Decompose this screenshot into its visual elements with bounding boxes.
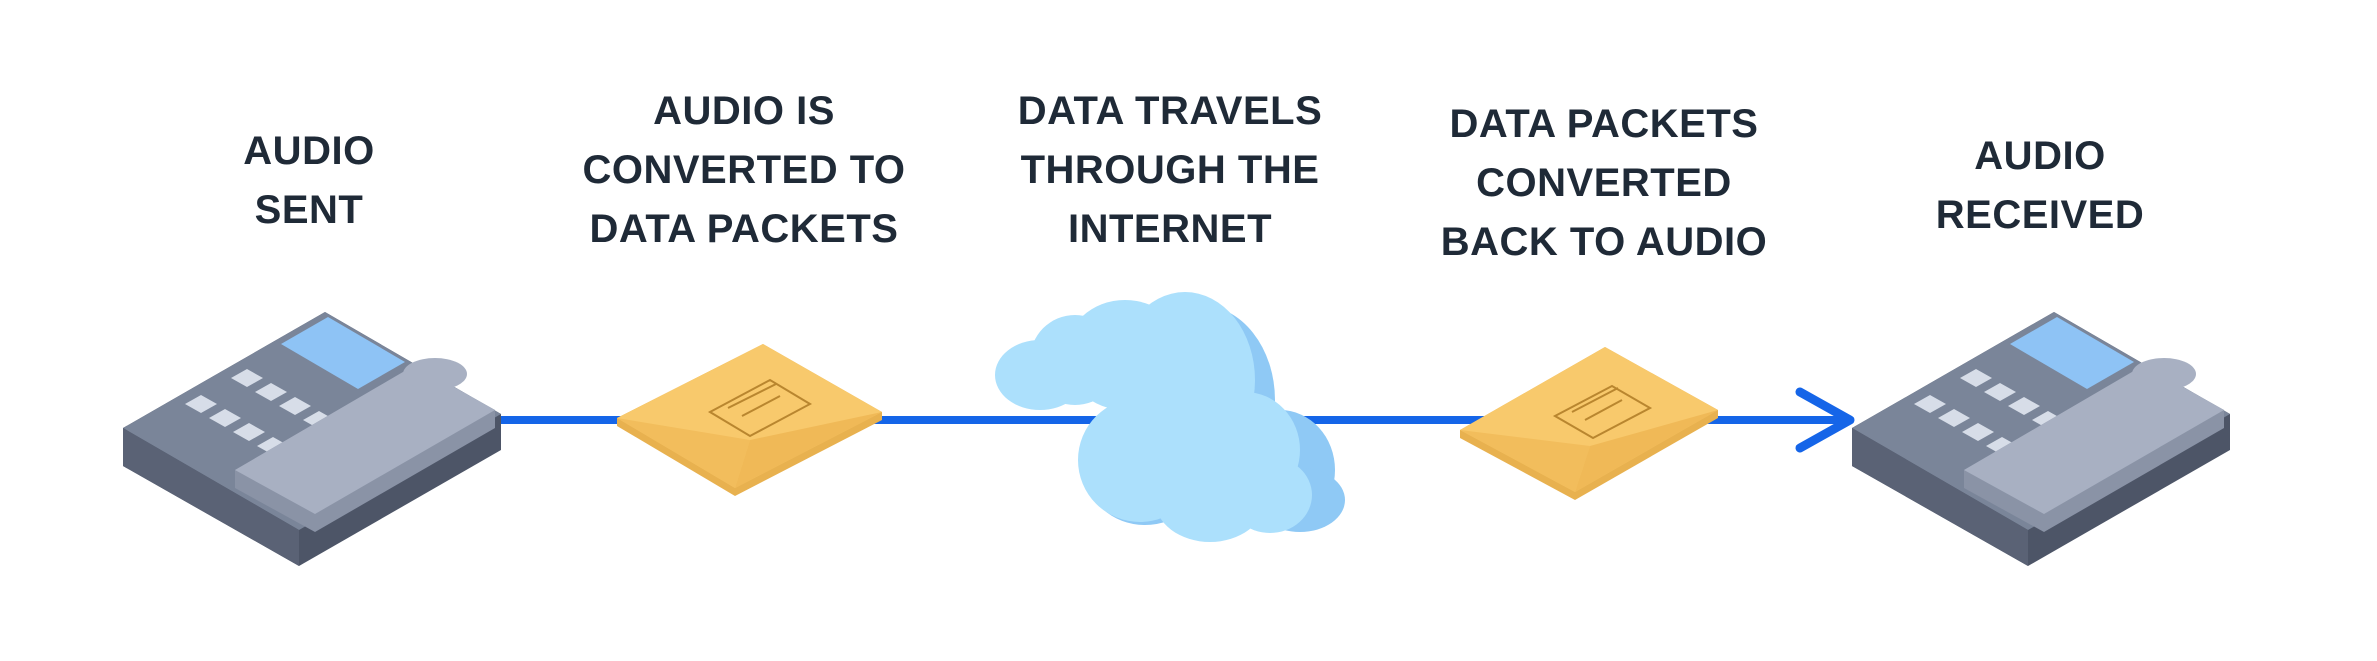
phone-sender-icon (123, 312, 501, 566)
label-line: AUDIO (1974, 134, 2106, 178)
envelope-packet-icon (1460, 347, 1718, 500)
envelope-packet-icon (617, 344, 882, 496)
label-line: AUDIO (243, 129, 375, 173)
cloud-internet-icon (995, 292, 1345, 542)
label-line: SENT (254, 188, 364, 232)
arrowhead-icon (1795, 387, 1855, 453)
phone-receiver-icon (1852, 312, 2230, 566)
label-line: CONVERTED (1476, 161, 1732, 205)
step-label-data-travels: DATA TRAVELS THROUGH THE INTERNET (1000, 82, 1340, 259)
label-line: CONVERTED TO (582, 148, 906, 192)
label-line: DATA PACKETS (589, 207, 899, 251)
label-line: THROUGH THE (1020, 148, 1320, 192)
label-line: BACK TO AUDIO (1440, 220, 1768, 264)
label-line: DATA PACKETS (1449, 102, 1759, 146)
label-line: DATA TRAVELS (1017, 89, 1323, 133)
label-line: INTERNET (1068, 207, 1272, 251)
step-label-audio-received: AUDIO RECEIVED (1920, 127, 2160, 245)
step-label-packets-back: DATA PACKETS CONVERTED BACK TO AUDIO (1434, 95, 1774, 272)
step-label-audio-converted: AUDIO IS CONVERTED TO DATA PACKETS (574, 82, 914, 259)
step-label-audio-sent: AUDIO SENT (204, 122, 414, 240)
label-line: RECEIVED (1935, 193, 2145, 237)
label-line: AUDIO IS (653, 89, 835, 133)
